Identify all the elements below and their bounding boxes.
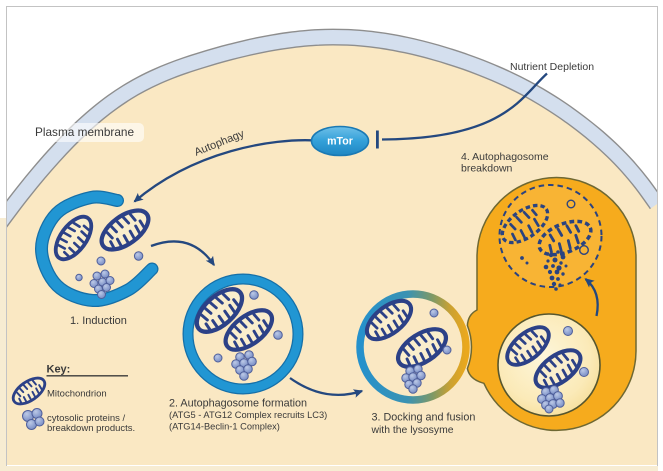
svg-text:with the lysosyme: with the lysosyme [371, 425, 454, 436]
svg-text:(ATG5 - ATG12 Complex recruits: (ATG5 - ATG12 Complex recruits LC3) [169, 410, 327, 420]
svg-text:3. Docking and fusion: 3. Docking and fusion [372, 412, 476, 424]
svg-text:1. Induction: 1. Induction [70, 315, 127, 327]
svg-text:Key:: Key: [47, 363, 71, 375]
svg-text:Mitochondrion: Mitochondrion [47, 389, 107, 400]
svg-text:mTor: mTor [327, 136, 353, 148]
svg-text:(ATG14-Beclin-1 Complex): (ATG14-Beclin-1 Complex) [169, 422, 280, 432]
svg-text:Nutrient Depletion: Nutrient Depletion [510, 61, 594, 73]
svg-text:breakdown: breakdown [461, 163, 513, 175]
svg-text:4. Autophagosome: 4. Autophagosome [461, 151, 549, 163]
svg-text:breakdown products.: breakdown products. [47, 423, 135, 434]
svg-text:Plasma membrane: Plasma membrane [35, 125, 134, 139]
svg-text:2. Autophagosome formation: 2. Autophagosome formation [169, 398, 307, 410]
svg-text:cytosolic proteins /: cytosolic proteins / [47, 413, 126, 424]
